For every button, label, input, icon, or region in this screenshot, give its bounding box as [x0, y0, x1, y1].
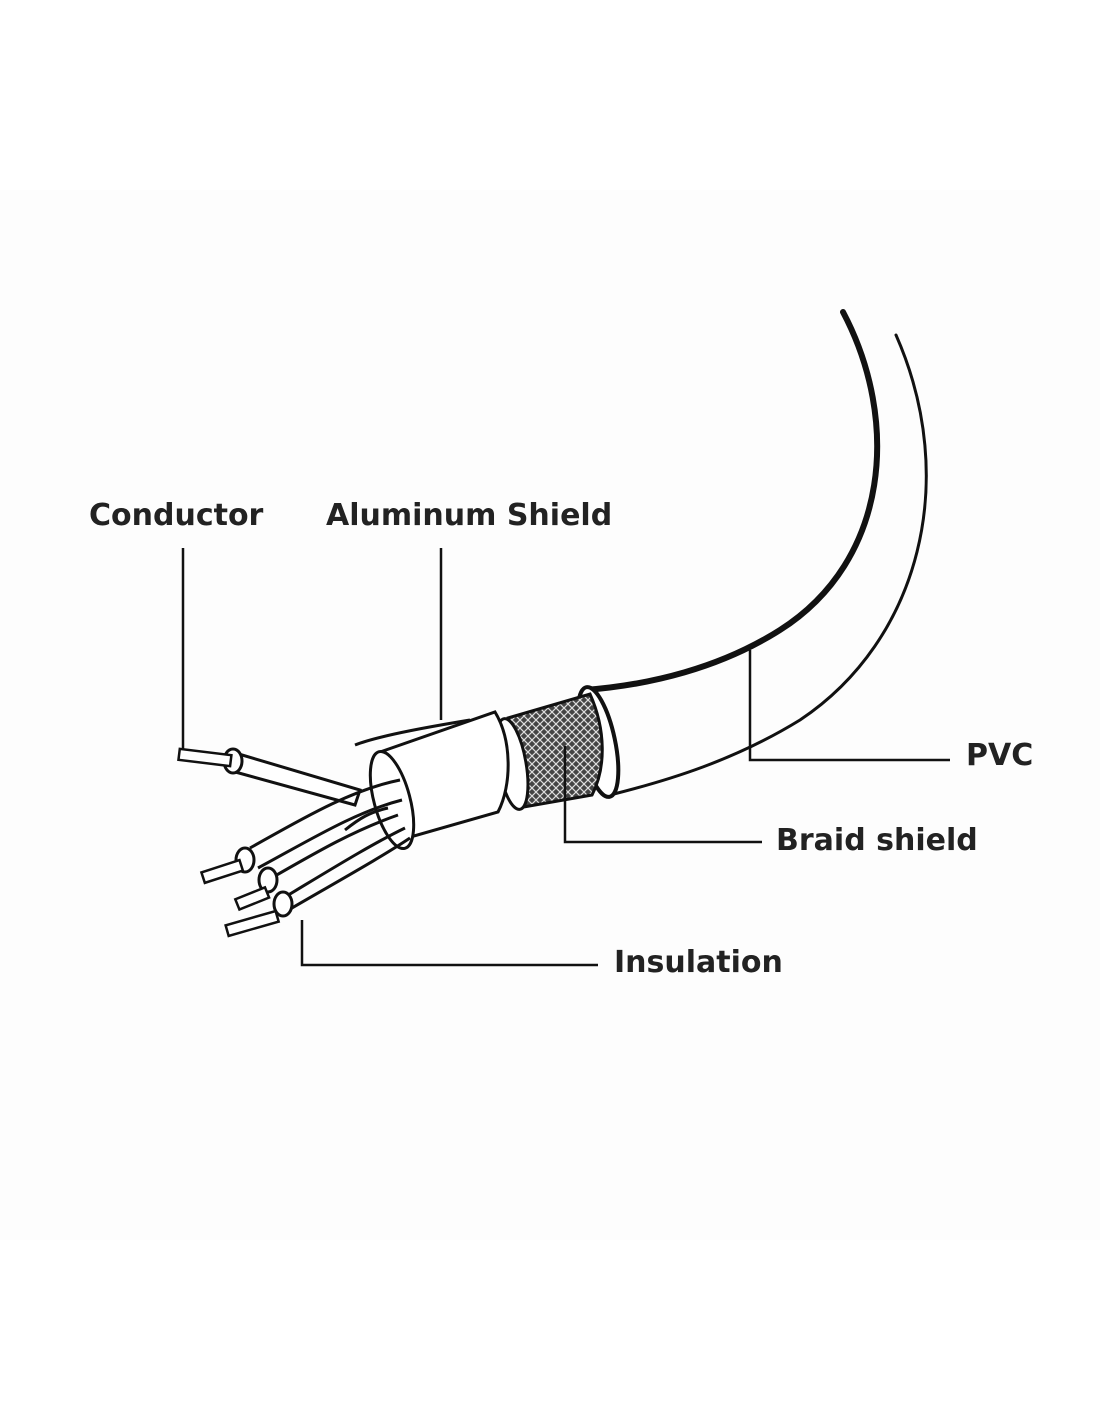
braid-leader: [563, 746, 762, 844]
twisted-pairs: [249, 778, 411, 914]
top-conductor: [177, 747, 362, 807]
insulation-leader: [300, 920, 598, 967]
leader-lines: [181, 548, 950, 967]
pvc-leader: [748, 650, 950, 762]
label-aluminum-shield: Aluminum Shield: [326, 498, 613, 533]
wire-tips: [199, 846, 294, 938]
label-conductor: Conductor: [89, 498, 264, 533]
aluminum-shield: [354, 710, 510, 851]
pvc-jacket: [582, 309, 928, 797]
label-pvc: PVC: [966, 738, 1034, 773]
label-insulation: Insulation: [614, 945, 783, 980]
label-braid-shield: Braid shield: [776, 823, 978, 858]
